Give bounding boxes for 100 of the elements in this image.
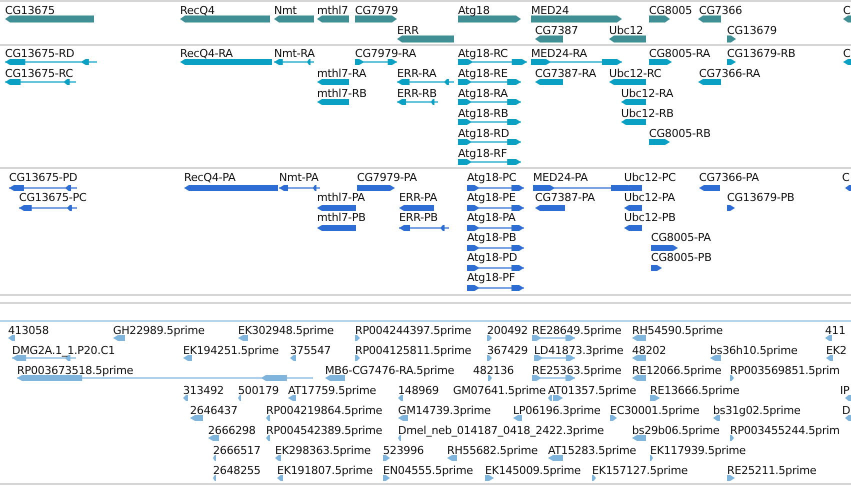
feature-label: Atg18-PF (467, 271, 515, 284)
feature-label: bs36h10.5prime (710, 344, 798, 357)
feature-label: CG13675-RD (5, 47, 74, 60)
feature-label: EK117939.5prime (650, 444, 746, 457)
feature-label: EK302948.5prime (238, 324, 334, 337)
feature-label: CG8005-RB (649, 127, 711, 140)
feature-label: AT15283.5prime (548, 444, 636, 457)
feature-label: 2666298 (208, 424, 256, 437)
feature-label: DMG2A.1_1.P20.C1 (12, 344, 115, 357)
feature-label: 367429 (487, 344, 528, 357)
feature-label: ERR-RA (397, 67, 436, 80)
feature-label: EK157127.5prime (592, 464, 688, 477)
feature-label: 413058 (8, 324, 49, 337)
feature-label: MB6-CG7476-RA.5prime (325, 364, 454, 377)
feature-label: Atg18-RF (458, 147, 507, 160)
feature-label: EK191807.5prime (277, 464, 373, 477)
feature-label: CG13679 (727, 24, 777, 37)
feature-label: mthl7-PA (317, 191, 365, 204)
feature-label: EK2 (826, 344, 847, 357)
feature-label: RE28649.5prime (532, 324, 622, 337)
feature-label: RH55682.5prime (447, 444, 538, 457)
feature-label: C (843, 4, 850, 17)
feature-label: RE13666.5prime (650, 384, 740, 397)
feature-label: 48202 (632, 344, 666, 357)
feature-label: LP06196.3prime (513, 404, 600, 417)
feature-label: Ubc12-PA (624, 191, 675, 204)
feature-label: RP004542389.5prime (266, 424, 382, 437)
feature-label: Atg18-PE (467, 191, 516, 204)
feature-label: Ubc12-RC (609, 67, 662, 80)
feature-label: 411 (825, 324, 846, 337)
feature-label: CG7387 (535, 24, 578, 37)
feature-label: CG8005-PB (651, 251, 712, 264)
feature-label: MED24-RA (531, 47, 587, 60)
feature-label: EK145009.5prime (485, 464, 581, 477)
feature-label: CG7387-RA (535, 67, 596, 80)
feature-label: ERR-PB (399, 211, 438, 224)
feature-label: RE12066.5prime (632, 364, 722, 377)
feature-label: CG7366 (699, 4, 742, 17)
feature-label: Atg18-RA (458, 87, 508, 100)
feature-label: 375547 (290, 344, 331, 357)
feature-label: RP004125811.5prime (355, 344, 472, 357)
feature-label: GM07641.5prime (453, 384, 546, 397)
feature-label: RP003455244.5prim (730, 424, 840, 437)
feature-label: Atg18-PB (467, 231, 516, 244)
feature-label: RecQ4 (180, 4, 215, 17)
feature-label: CG8005-PA (651, 231, 711, 244)
feature-label: AT17759.5prime (288, 384, 376, 397)
feature-label: CG7366-RA (699, 67, 760, 80)
feature-label: Atg18-PC (467, 171, 516, 184)
feature-label: Ubc12-PB (624, 211, 676, 224)
feature-label: 523996 (383, 444, 424, 457)
feature-label: 482136 (473, 364, 514, 377)
feature-label: CG7979-PA (357, 171, 417, 184)
feature-label: 2666517 (213, 444, 261, 457)
feature-label: CG13679-PB (727, 191, 794, 204)
feature-label: EC30001.5prime (610, 404, 700, 417)
feature-label: CG7366-PA (699, 171, 759, 184)
feature-label: CG13675-RC (5, 67, 73, 80)
feature-label: 313492 (183, 384, 224, 397)
feature-label: CG13679-RB (727, 47, 796, 60)
feature-label: C (843, 47, 850, 60)
feature-label: CG13675-PD (9, 171, 78, 184)
feature-label: 200492 (487, 324, 528, 337)
feature-label: RP004219864.5prime (266, 404, 382, 417)
feature-label: Atg18-RC (458, 47, 508, 60)
feature-label: LD41873.3prime (534, 344, 624, 357)
feature-label: mthl7-PB (317, 211, 366, 224)
feature-label: RP003673518.5prime (17, 364, 134, 377)
feature-label: MED24 (531, 4, 569, 17)
feature-label: EK298363.5prime (275, 444, 371, 457)
feature-label: EN04555.5prime (383, 464, 473, 477)
feature-label: Ubc12-RA (621, 87, 674, 100)
feature-label: mthl7-RB (317, 87, 367, 100)
feature-label: bs29b06.5prime (632, 424, 720, 437)
feature-label: 500179 (238, 384, 279, 397)
feature-label: RE25363.5prime (532, 364, 622, 377)
feature-label: CG8005 (649, 4, 692, 17)
feature-label: IP (840, 384, 850, 397)
feature-label: RH54590.5prime (632, 324, 723, 337)
feature-label: Nmt (274, 4, 297, 17)
feature-label: D (842, 404, 850, 417)
feature-label: 2646437 (190, 404, 238, 417)
feature-label: CG7387-PA (535, 191, 595, 204)
feature-label: GH22989.5prime (113, 324, 205, 337)
feature-label: MED24-PA (533, 171, 588, 184)
feature-label: Atg18-RE (458, 67, 508, 80)
feature-label: RP003569851.5prim (730, 364, 840, 377)
feature-label: RE25211.5prime (727, 464, 816, 477)
feature-label: Atg18-PA (467, 211, 516, 224)
feature-label: Ubc12-RB (621, 107, 674, 120)
feature-label: Ubc12-PC (624, 171, 676, 184)
feature-label: RecQ4-RA (180, 47, 233, 60)
feature-label: mthl7 (317, 4, 348, 17)
feature-label: Atg18-PD (467, 251, 518, 264)
feature-label: Atg18 (458, 4, 490, 17)
feature-label: Atg18-RD (458, 127, 510, 140)
feature-label: GM14739.3prime (398, 404, 491, 417)
feature-label: CG7979 (355, 4, 398, 17)
feature-label: ERR-RB (397, 87, 437, 100)
feature-label: mthl7-RA (317, 67, 366, 80)
